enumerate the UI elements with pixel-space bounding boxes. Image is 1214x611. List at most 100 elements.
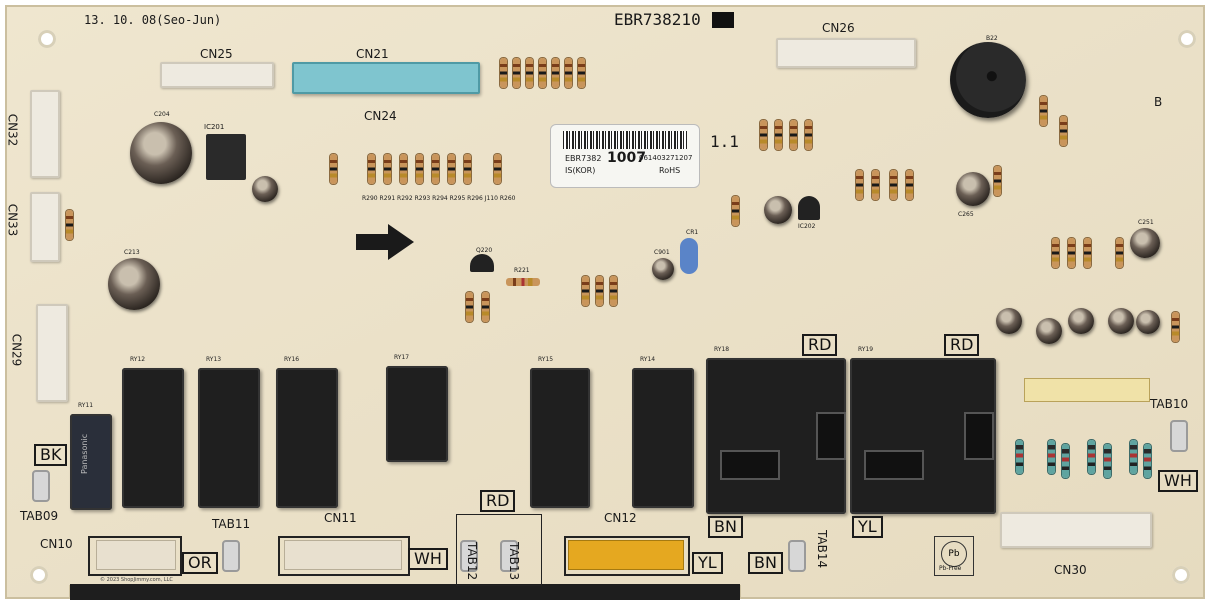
resistor <box>1104 444 1111 478</box>
cn11-label: CN11 <box>324 511 357 525</box>
tab11-label: TAB11 <box>212 517 251 531</box>
resistor <box>1144 444 1151 478</box>
capacitor <box>1136 310 1160 334</box>
resistor <box>790 120 797 150</box>
wire-label-bk: BK <box>34 444 68 466</box>
resistor <box>482 292 489 322</box>
copyright: © 2023 ShopJimmy.com, LLC <box>100 577 173 583</box>
ic201-regulator <box>206 134 246 180</box>
resistor <box>500 58 507 88</box>
tab12-13-frame <box>456 514 542 586</box>
resistor <box>1060 116 1067 146</box>
connector-cn30 <box>1000 512 1152 548</box>
ry11-label: RY11 <box>78 402 94 409</box>
tab10-terminal <box>1170 420 1188 452</box>
wire-label-bn-relay: BN <box>708 516 743 538</box>
resistor <box>872 170 879 200</box>
capacitor <box>1068 308 1094 334</box>
c213-label: C213 <box>124 249 140 256</box>
capacitor-cr1 <box>680 238 698 274</box>
cn29-label: CN29 <box>9 333 24 367</box>
mount-hole <box>1178 30 1196 48</box>
tab13-label: TAB13 <box>507 542 521 581</box>
resistor <box>610 276 617 306</box>
b22-label: B22 <box>986 35 998 42</box>
ry14-label: RY14 <box>640 356 656 363</box>
resistor <box>1116 238 1123 268</box>
board-version: 1.1 <box>710 132 739 151</box>
resistor <box>582 276 589 306</box>
cn30-label: CN30 <box>1054 563 1087 577</box>
resistor <box>494 154 501 184</box>
resistor <box>1172 312 1179 342</box>
ry16-label: RY16 <box>284 356 300 363</box>
wire-label-rd-relay18: RD <box>802 334 838 356</box>
resistor <box>596 276 603 306</box>
tab09-label: TAB09 <box>20 509 59 523</box>
capacitor-c901 <box>652 258 674 280</box>
resistor <box>1016 440 1023 474</box>
resistor <box>66 210 73 240</box>
wire-label-bn-mid: BN <box>748 552 783 574</box>
capacitor <box>764 196 792 224</box>
resistor <box>890 170 897 200</box>
resistor <box>760 120 767 150</box>
connector-cn21 <box>292 62 480 94</box>
resistor <box>775 120 782 150</box>
relay-terminal <box>816 412 846 460</box>
wire-label-or: OR <box>182 552 218 574</box>
capacitor-c251 <box>1130 228 1160 258</box>
wire-label-yl-relay: YL <box>852 516 883 538</box>
date-code: 13. 10. 08(Seo-Jun) <box>84 13 222 27</box>
sticker-barcode <box>563 131 687 149</box>
resistor <box>400 154 407 184</box>
capacitor <box>996 308 1022 334</box>
resistor <box>416 154 423 184</box>
tab13-terminal <box>500 540 518 572</box>
resistor <box>466 292 473 322</box>
resistor <box>552 58 559 88</box>
tab11-terminal <box>222 540 240 572</box>
resistor <box>994 166 1001 196</box>
resistor <box>448 154 455 184</box>
resistor <box>330 154 337 184</box>
resistor <box>1088 440 1095 474</box>
capacitor-c204 <box>130 122 192 184</box>
resistor <box>513 58 520 88</box>
connector-cn26 <box>776 38 916 68</box>
resistor <box>432 154 439 184</box>
r221-label: R221 <box>514 267 530 274</box>
part-number: EBR738210 <box>614 10 701 29</box>
cn10-label: CN10 <box>40 537 73 551</box>
connector-cn11-housing <box>284 540 402 570</box>
connector-cn33 <box>30 192 60 262</box>
relay-terminal <box>720 450 780 480</box>
pb-free-logo: Pb Pb-Free <box>934 536 974 576</box>
mount-hole <box>30 566 48 584</box>
mount-hole <box>38 30 56 48</box>
resistor <box>1062 444 1069 478</box>
relay-ry12: RY12 <box>122 356 184 508</box>
resistor <box>805 120 812 150</box>
wire-label-rd-relay19: RD <box>944 334 980 356</box>
wire-label-yl-mid: YL <box>692 552 723 574</box>
connector-cn25 <box>160 62 274 88</box>
c265-label: C265 <box>958 211 974 218</box>
pb-free-icon: Pb <box>941 541 967 567</box>
tab14-label: TAB14 <box>815 530 829 569</box>
part-number-redaction <box>712 12 734 28</box>
cn26-label: CN26 <box>822 21 855 35</box>
tab10-label: TAB10 <box>1150 397 1189 411</box>
wire-label-wh-right: WH <box>1158 470 1198 492</box>
ry18-label: RY18 <box>714 346 730 353</box>
buzzer-b22 <box>950 42 1026 118</box>
connector-cn10-housing <box>96 540 176 570</box>
capacitor <box>1108 308 1134 334</box>
direction-arrow-icon <box>356 224 414 260</box>
resistor <box>565 58 572 88</box>
resistor <box>464 154 471 184</box>
c901-label: C901 <box>654 249 670 256</box>
cn12-label: CN12 <box>604 511 637 525</box>
ic201-label: IC201 <box>204 123 225 131</box>
